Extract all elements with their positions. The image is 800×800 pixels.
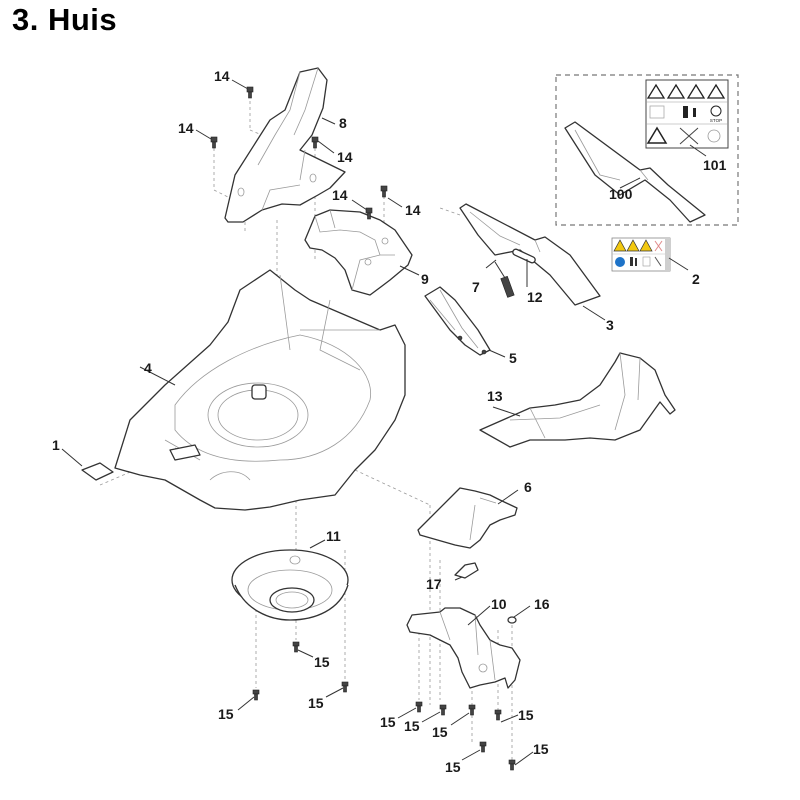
callout-14[interactable]: 14 [332,187,348,203]
part-7-spring[interactable] [494,261,515,298]
callout-17[interactable]: 17 [426,576,442,592]
callout-13[interactable]: 13 [487,388,503,404]
part-12-pin[interactable] [512,248,536,264]
part-16-o-ring[interactable] [507,616,517,624]
screw-15e[interactable] [439,704,447,716]
callout-15[interactable]: 15 [380,714,396,730]
callout-6[interactable]: 6 [524,479,532,495]
part-17-clip[interactable] [454,562,479,579]
callout-15[interactable]: 15 [314,654,330,670]
callout-101[interactable]: 101 [703,157,727,173]
no-feet-icon [679,127,699,145]
part-11-bowl[interactable] [231,549,349,621]
screw-15c[interactable] [341,681,349,693]
callout-15[interactable]: 15 [432,724,448,740]
inset-kit-box: STOP [555,74,739,226]
screw-14a[interactable] [246,86,254,99]
screw-15a[interactable] [292,641,300,653]
screw-14b[interactable] [210,136,218,149]
warning-triangle-icon [646,83,726,144]
part-10-lower-housing[interactable] [406,607,521,689]
callout-3[interactable]: 3 [606,317,614,333]
callout-16[interactable]: 16 [534,596,550,612]
callout-8[interactable]: 8 [339,115,347,131]
part-1-label[interactable] [81,462,114,481]
callout-100[interactable]: 100 [609,186,633,202]
part-8-handle-bracket[interactable] [224,67,346,223]
callout-15[interactable]: 15 [533,741,549,757]
stop-blade-icon: STOP [710,105,722,123]
part-3-rear-flap[interactable] [459,203,601,306]
screw-15d[interactable] [415,701,423,713]
callout-15[interactable]: 15 [308,695,324,711]
screw-14c[interactable] [311,136,319,149]
info-manual-icon [615,257,625,267]
screw-14e[interactable] [380,185,388,198]
callout-9[interactable]: 9 [421,271,429,287]
callout-10[interactable]: 10 [491,596,507,612]
callout-5[interactable]: 5 [509,350,517,366]
keep-distance-icon [683,106,696,118]
part-101-sticker-set[interactable]: STOP [645,79,729,149]
part-6-deflector[interactable] [417,487,518,549]
screw-15f[interactable] [468,704,476,716]
part-2-safety-sticker[interactable] [611,237,671,272]
callout-2[interactable]: 2 [692,271,700,287]
callout-11[interactable]: 11 [326,528,341,544]
operator-icon [630,257,637,266]
screws-part-15 [252,641,516,771]
prohibition-icon [654,240,663,252]
screws-part-14 [210,86,388,220]
callout-7[interactable]: 7 [472,279,480,295]
callout-15[interactable]: 15 [404,718,420,734]
callout-14[interactable]: 14 [178,120,194,136]
page-title: 3. Huis [12,2,118,37]
part-5-flap[interactable] [424,286,491,356]
callout-15[interactable]: 15 [218,706,234,722]
screw-15b[interactable] [252,689,260,701]
callout-15[interactable]: 15 [445,759,461,775]
callout-15[interactable]: 15 [518,707,534,723]
callout-labels: 14 14 8 14 14 14 9 4 1 5 3 2 7 12 13 6 1… [52,68,727,775]
screw-15i[interactable] [508,759,516,771]
screw-15g[interactable] [494,709,502,721]
part-9-bracket[interactable] [304,209,413,296]
manual-book-icon [649,105,665,119]
callout-14[interactable]: 14 [405,202,421,218]
callout-14[interactable]: 14 [214,68,230,84]
part-100-flap[interactable] [564,121,706,223]
callout-14[interactable]: 14 [337,149,353,165]
hand-blade-icon [707,129,721,143]
warning-triangle-icon [613,239,653,252]
stop-label: STOP [710,118,722,123]
leader-lines [61,79,707,766]
callout-1[interactable]: 1 [52,437,60,453]
callout-4[interactable]: 4 [144,360,152,376]
callout-12[interactable]: 12 [527,289,543,305]
screw-14d[interactable] [365,207,373,220]
part-4-housing-deck[interactable] [114,269,406,511]
screw-15h[interactable] [479,741,487,753]
pictogram-icon [642,256,662,267]
part-13-chute[interactable] [479,352,676,448]
